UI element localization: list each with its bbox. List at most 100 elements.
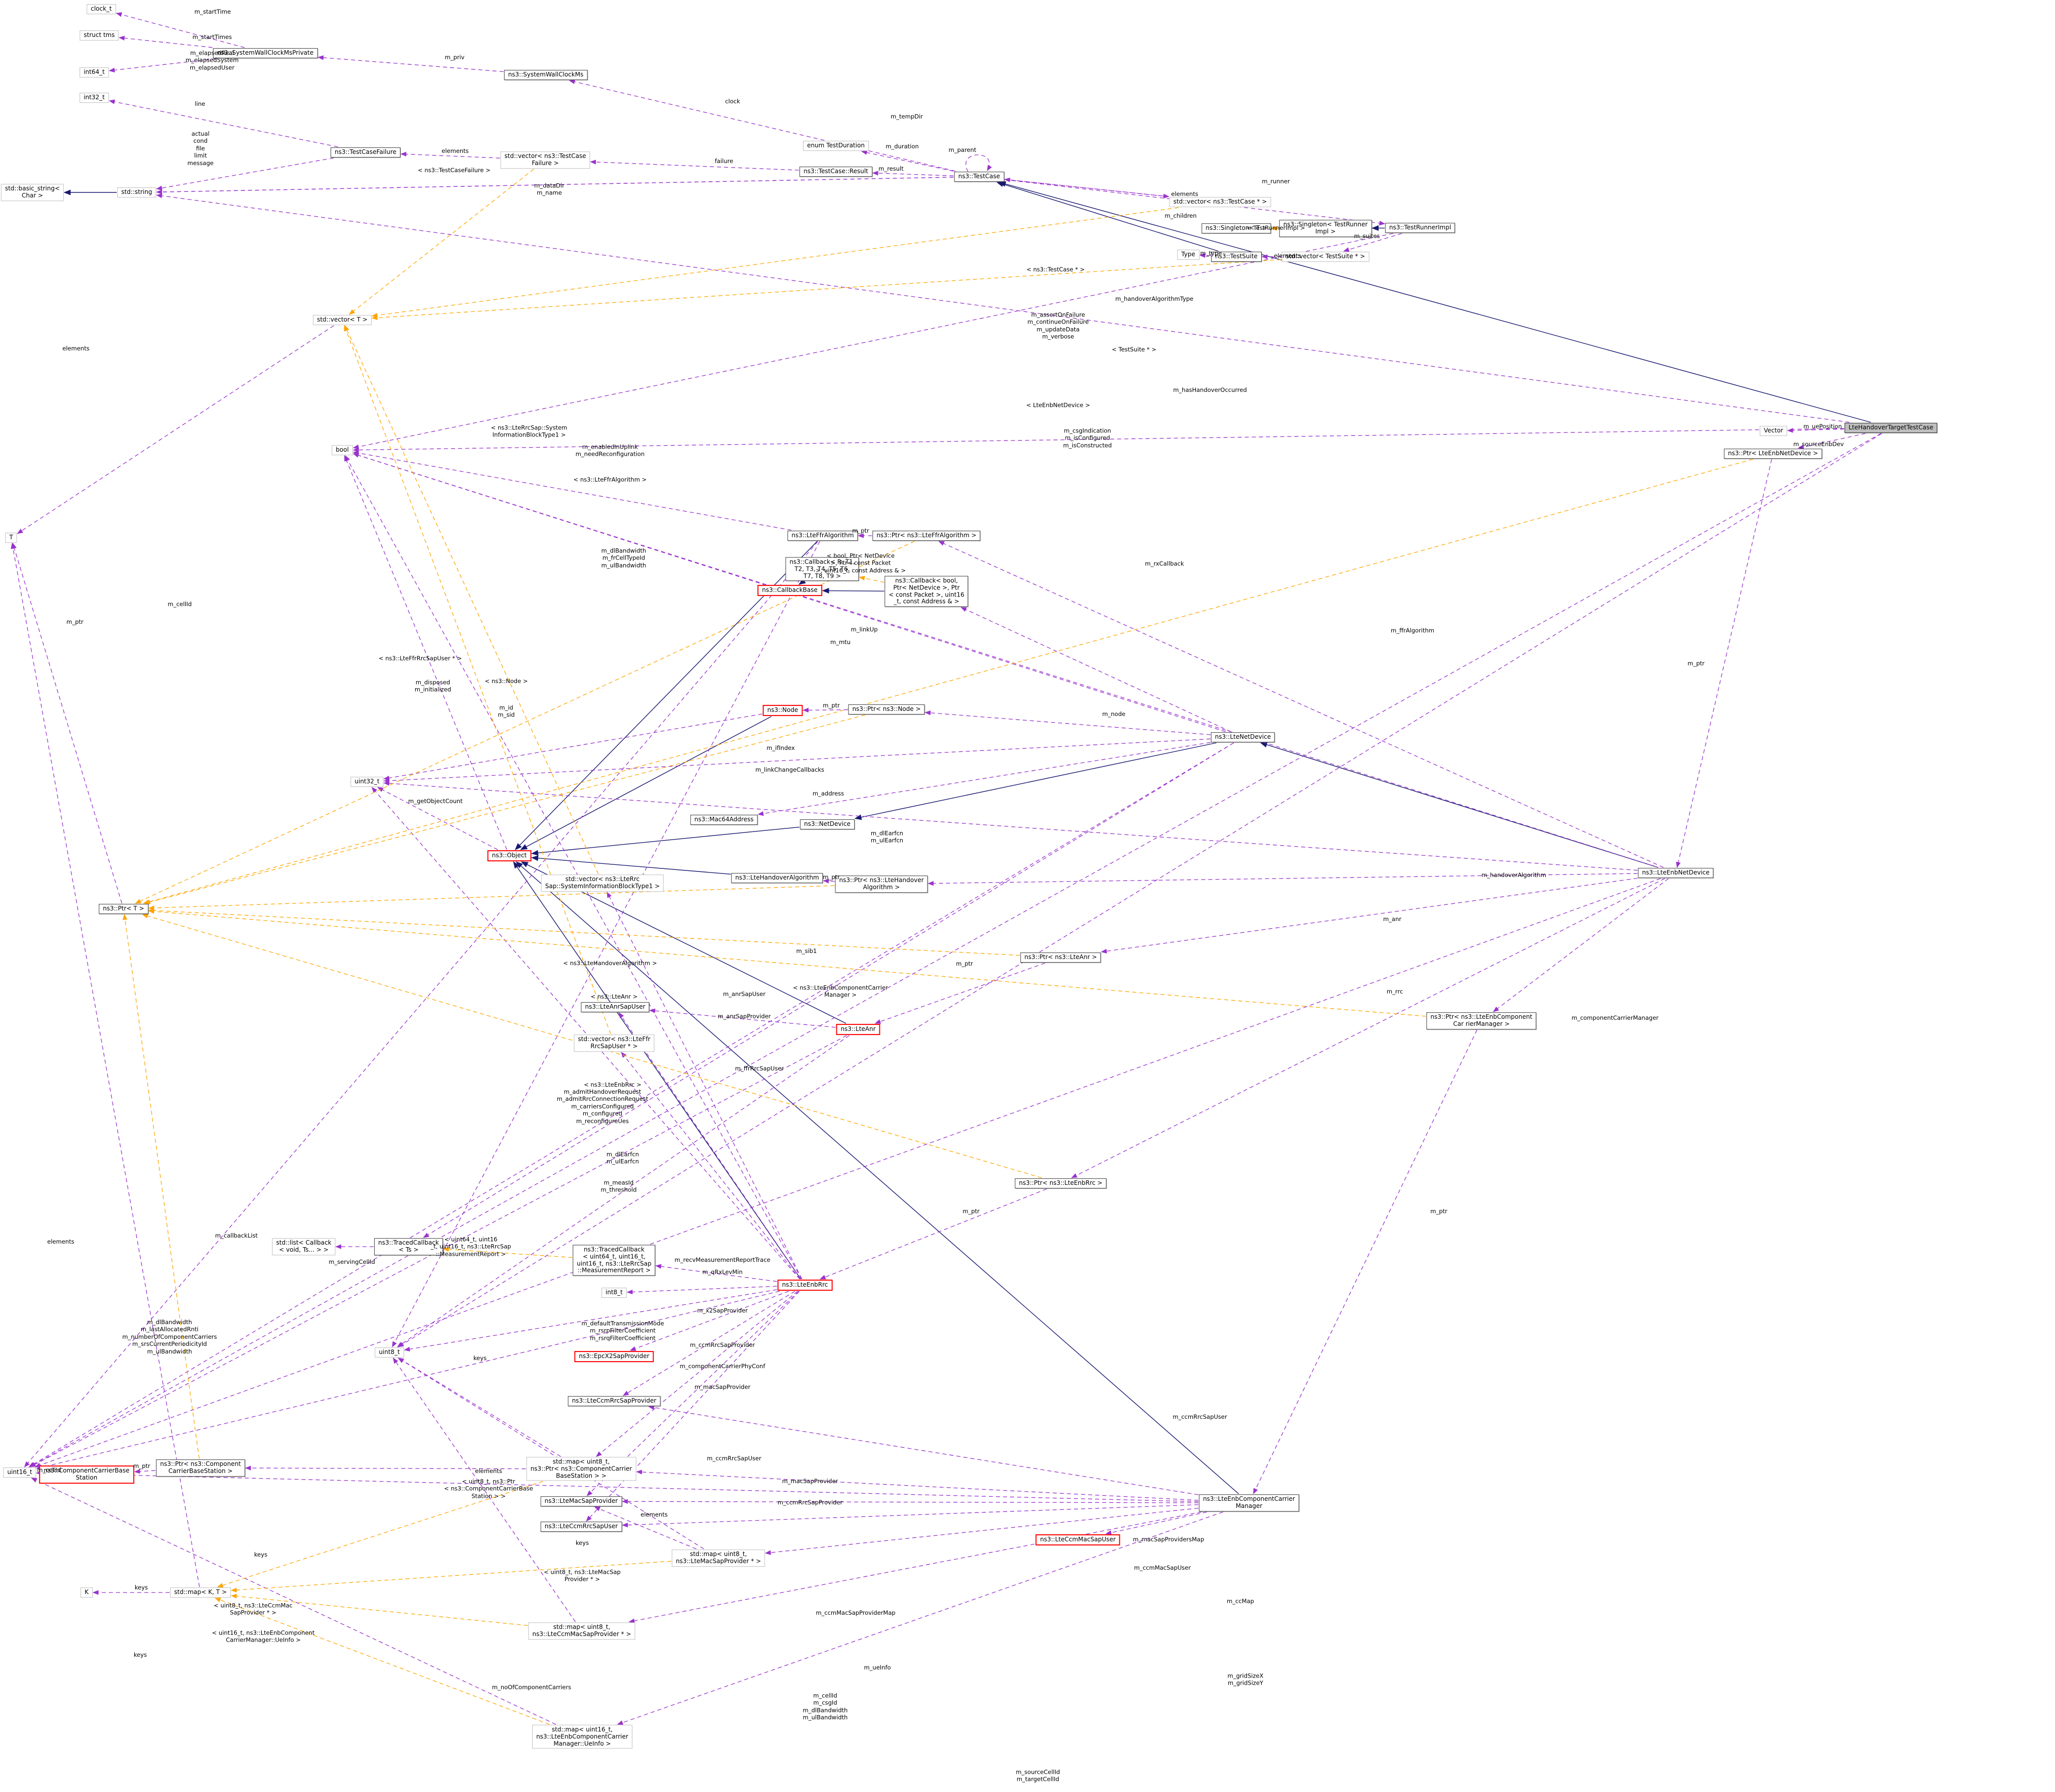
edge-map-mac-sap-to-uint8-t <box>397 1358 704 1549</box>
node-t[interactable]: T <box>5 533 17 543</box>
node-ccbs[interactable]: ns3::ComponentCarrierBase Station <box>39 1465 134 1484</box>
node-struct-tms[interactable]: struct tms <box>79 30 119 41</box>
node-swcm-private[interactable]: ns3::SystemWallClockMsPrivate <box>213 48 318 58</box>
node-type[interactable]: Type <box>1177 250 1199 260</box>
node-ptr-lte-enb-net-device[interactable]: ns3::Ptr< LteEnbNetDevice > <box>1724 449 1822 459</box>
edge-vec-test-case-failure-to-vec-t <box>349 169 534 315</box>
edge-ccm-to-object <box>515 861 1239 1494</box>
edge-test-case-failure-to-std-string <box>156 157 334 190</box>
node-lte-ffr-algorithm[interactable]: ns3::LteFfrAlgorithm <box>787 531 858 541</box>
edge-traced-callback-mr-to-traced-callback-ts <box>442 1247 573 1258</box>
node-net-device[interactable]: ns3::NetDevice <box>800 819 855 829</box>
node-vec-test-case-ptr[interactable]: std::vector< ns3::TestCase * > <box>1169 197 1271 207</box>
node-test-suite[interactable]: ns3::TestSuite <box>1211 252 1262 262</box>
node-lte-anr-sap-user[interactable]: ns3::LteAnrSapUser <box>581 1002 650 1012</box>
node-lte-mac-sap-provider[interactable]: ns3::LteMacSapProvider <box>540 1496 622 1506</box>
edge-lte-enb-rrc-to-vec-sib1 <box>607 891 802 1280</box>
edge-lte-enb-rrc-to-traced-callback-mr <box>655 1264 777 1282</box>
node-ptr-lte-enb-rrc[interactable]: ns3::Ptr< ns3::LteEnbRrc > <box>1015 1178 1107 1188</box>
node-node[interactable]: ns3::Node <box>762 705 803 716</box>
edge-test-suite-to-test-case <box>996 181 1219 252</box>
node-object[interactable]: ns3::Object <box>487 850 532 861</box>
node-ptr-lte-anr[interactable]: ns3::Ptr< ns3::LteAnr > <box>1020 952 1101 963</box>
node-ptr-node[interactable]: ns3::Ptr< ns3::Node > <box>848 704 925 714</box>
node-vec-test-suite-ptr[interactable]: std::vector< TestSuite * > <box>1281 252 1369 262</box>
node-lte-anr[interactable]: ns3::LteAnr <box>836 1024 880 1035</box>
node-ptr-lte-handover-algorithm[interactable]: ns3::Ptr< ns3::LteHandover Algorithm > <box>835 875 928 893</box>
edge-ptr-lte-handover-algorithm-to-ptr-t <box>148 885 835 910</box>
node-list-callback[interactable]: std::list< Callback < void, Ts... > > <box>272 1238 336 1255</box>
node-int32-t[interactable]: int32_t <box>79 93 109 103</box>
edge-ptr-lte-enb-net-device-to-ptr-t <box>143 459 1753 904</box>
edge-main-to-std-string <box>156 193 1850 423</box>
node-enum-test-duration[interactable]: enum TestDuration <box>803 141 869 151</box>
node-lte-ccm-mac-sap-user[interactable]: ns3::LteCcmMacSapUser <box>1035 1534 1120 1545</box>
node-epc-x2-sap-provider[interactable]: ns3::EpcX2SapProvider <box>574 1351 654 1362</box>
node-uint8-t[interactable]: uint8_t <box>375 1347 404 1358</box>
node-test-case[interactable]: ns3::TestCase <box>954 172 1004 182</box>
node-map-kt[interactable]: std::map< K, T > <box>170 1587 231 1598</box>
edge-lte-enb-rrc-to-lte-ccm-rrc-sap-provider <box>623 1291 795 1396</box>
node-ptr-ccbs[interactable]: ns3::Ptr< ns3::Component CarrierBaseStat… <box>156 1459 245 1477</box>
node-int8-t[interactable]: int8_t <box>601 1288 627 1298</box>
node-lte-ccm-rrc-sap-provider[interactable]: ns3::LteCcmRrcSapProvider <box>568 1396 661 1406</box>
edge-lte-net-device-to-uint16-t <box>28 742 1234 1467</box>
node-swcm[interactable]: ns3::SystemWallClockMs <box>504 70 588 80</box>
node-vec-t[interactable]: std::vector< T > <box>313 315 372 325</box>
edge-map-ccbs-to-ptr-ccbs <box>245 1465 526 1470</box>
edge-lte-enb-rrc-to-int8-t <box>626 1286 777 1295</box>
node-traced-callback-mr[interactable]: ns3::TracedCallback < uint64_t, uint16_t… <box>573 1245 656 1276</box>
node-basic-string[interactable]: std::basic_string< Char > <box>1 184 64 201</box>
node-callback-base[interactable]: ns3::CallbackBase <box>757 585 822 596</box>
edge-ccm-to-map-ccm-mac-sap <box>628 1511 1202 1623</box>
node-traced-callback-ts[interactable]: ns3::TracedCallback < Ts > <box>374 1238 443 1255</box>
edge-lte-enb-net-device-to-bool <box>352 453 1659 868</box>
node-ccm[interactable]: ns3::LteEnbComponentCarrier Manager <box>1199 1494 1299 1511</box>
edge-ptr-ccm-to-ptr-t <box>148 909 1426 1017</box>
node-ptr-lte-ffr-algorithm[interactable]: ns3::Ptr< ns3::LteFfrAlgorithm > <box>872 531 981 541</box>
edge-vec-test-case-failure-to-test-case-failure <box>400 151 500 158</box>
node-vec-lte-ffr-rrc-sap-user[interactable]: std::vector< ns3::LteFfr RrcSapUser * > <box>574 1034 655 1052</box>
node-main[interactable]: LteHandoverTargetTestCase <box>1844 423 1938 433</box>
node-lte-enb-rrc[interactable]: ns3::LteEnbRrc <box>777 1280 833 1291</box>
node-uint16-t[interactable]: uint16_t <box>3 1467 36 1478</box>
edge-lte-enb-net-device-to-uint32-t <box>383 781 1638 871</box>
node-ptr-ccm[interactable]: ns3::Ptr< ns3::LteEnbComponent Car rierM… <box>1426 1012 1537 1029</box>
node-clock-t[interactable]: clock_t <box>87 4 116 14</box>
node-std-string[interactable]: std::string <box>117 187 156 197</box>
edge-vec-test-suite-ptr-to-vec-t <box>371 259 1281 321</box>
node-int64-t[interactable]: int64_t <box>79 67 109 77</box>
edge-ptr-lte-anr-to-ptr-t <box>148 908 1020 956</box>
node-vec-test-case-failure[interactable]: std::vector< ns3::TestCase Failure > <box>500 151 590 169</box>
node-map-ccm-mac-sap[interactable]: std::map< uint8_t, ns3::LteCcmMacSapProv… <box>528 1622 635 1640</box>
node-ptr-t[interactable]: ns3::Ptr< T > <box>99 904 148 914</box>
edge-map-ccm-mac-sap-to-map-kt <box>230 1594 528 1626</box>
edge-callback-bool-to-callback-r <box>859 576 884 583</box>
node-singleton-tri[interactable]: ns3::Singleton< TestRunner Impl > <box>1279 220 1372 237</box>
node-lte-enb-net-device[interactable]: ns3::LteEnbNetDevice <box>1638 868 1714 878</box>
node-bool[interactable]: bool <box>332 445 353 455</box>
node-lte-net-device[interactable]: ns3::LteNetDevice <box>1211 732 1275 742</box>
node-test-runner-impl[interactable]: ns3::TestRunnerImpl <box>1385 223 1456 233</box>
node-lte-handover-algorithm[interactable]: ns3::LteHandoverAlgorithm <box>731 873 823 883</box>
node-map-mac-sap[interactable]: std::map< uint8_t, ns3::LteMacSapProvide… <box>671 1549 765 1567</box>
node-lte-ccm-rrc-sap-user[interactable]: ns3::LteCcmRrcSapUser <box>540 1522 622 1532</box>
edge-lte-net-device-to-uint32-t <box>383 738 1211 783</box>
node-test-case-result[interactable]: ns3::TestCase::Result <box>799 167 872 177</box>
node-mac64-address[interactable]: ns3::Mac64Address <box>690 815 758 825</box>
node-test-case-failure[interactable]: ns3::TestCaseFailure <box>330 147 401 157</box>
node-vector[interactable]: Vector <box>1759 426 1788 436</box>
node-vec-sib1[interactable]: std::vector< ns3::LteRrc Sap::SystemInfo… <box>541 874 664 892</box>
node-singleton-t[interactable]: ns3::Singleton< T > <box>1201 223 1271 233</box>
node-callback-r[interactable]: ns3::Callback< R, T1, T2, T3, T4, T5, T6… <box>785 557 859 581</box>
edge-swcm-private-to-int64-t <box>108 58 216 73</box>
node-callback-bool[interactable]: ns3::Callback< bool, Ptr< NetDevice >, P… <box>884 576 969 607</box>
node-uint32-t[interactable]: uint32_t <box>350 777 384 787</box>
edge-ccm-to-map-ccbs <box>636 1469 1199 1501</box>
node-map-ccbs[interactable]: std::map< uint8_t, ns3::Ptr< ns3::Compon… <box>526 1457 636 1481</box>
node-k[interactable]: K <box>80 1587 93 1598</box>
edge-lte-enb-net-device-to-lte-net-device <box>1260 742 1659 868</box>
node-map-ueinfo[interactable]: std::map< uint16_t, ns3::LteEnbComponent… <box>532 1725 632 1749</box>
edge-lte-anr-to-lte-anr-sap-user <box>649 1008 836 1028</box>
